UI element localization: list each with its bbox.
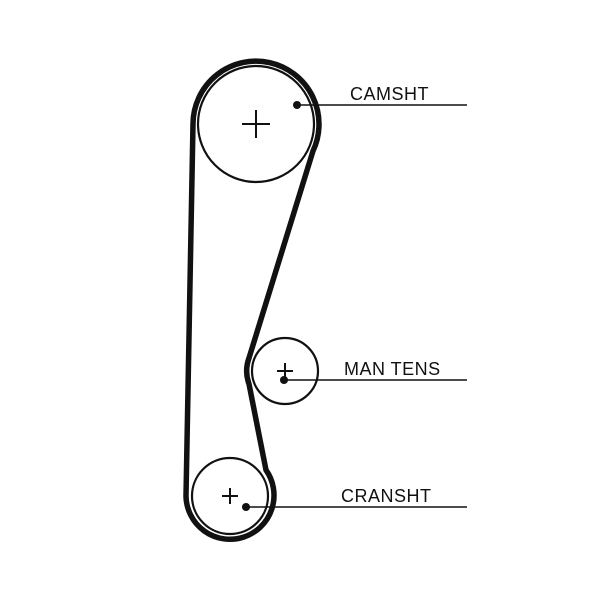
timing-belt-path [183,58,322,542]
tensioner-label: MAN TENS [344,359,441,379]
crankshaft-label: CRANSHT [341,486,432,506]
camshaft-label: CAMSHT [350,84,429,104]
camshaft-leader [293,101,467,109]
camshaft-anchor-dot [293,101,301,109]
tensioner-anchor-dot [280,376,288,384]
tensioner-leader [280,376,467,384]
crankshaft-anchor-dot [242,503,250,511]
crankshaft-leader [242,503,467,511]
crankshaft-center-cross-icon [222,488,238,504]
camshaft-center-cross-icon [242,110,270,138]
